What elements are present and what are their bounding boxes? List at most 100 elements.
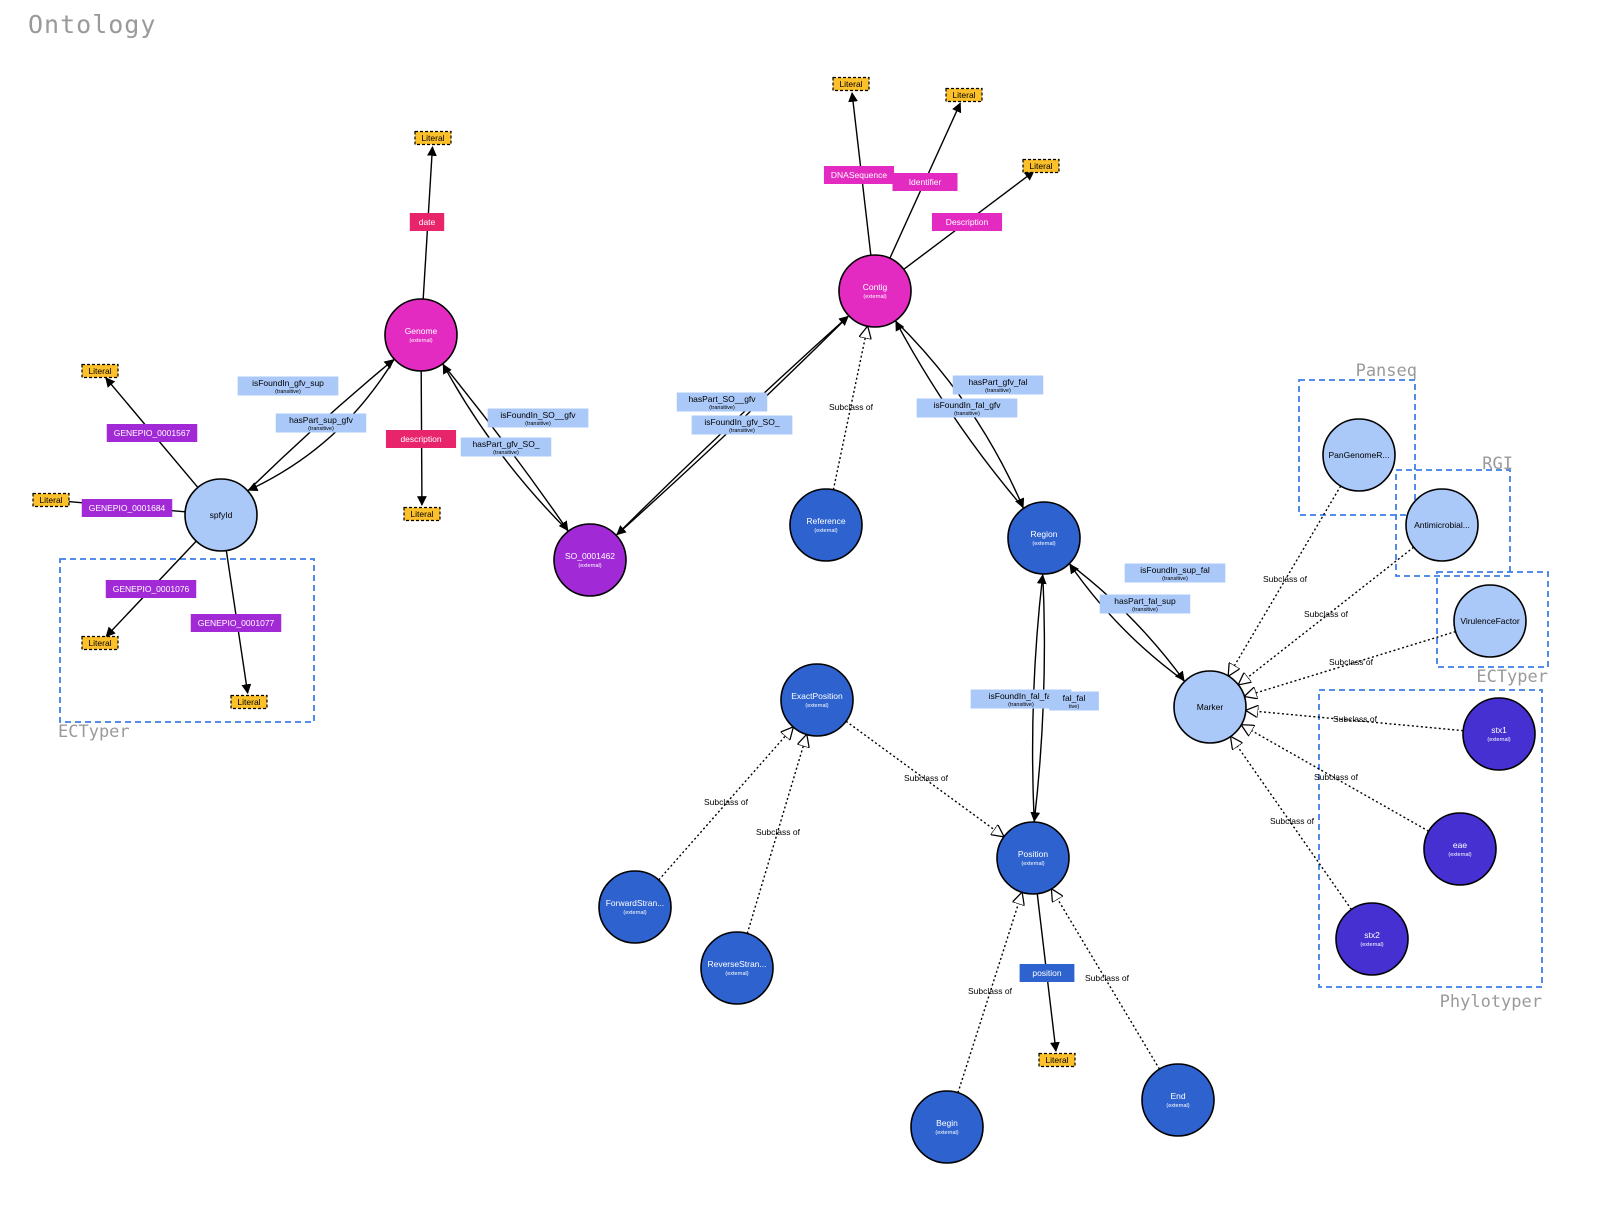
property-hp-gfv-fal[interactable]: hasPart_gfv_fal(transitive)	[952, 375, 1044, 395]
property-sublabel: (transitive)	[525, 421, 551, 427]
node-region[interactable]: Region(external)	[1007, 501, 1081, 575]
literal-genome[interactable]: Literal	[414, 130, 452, 146]
node-sublabel: (external)	[935, 1130, 958, 1136]
property-cdescription[interactable]: Description	[931, 213, 1003, 231]
property-hp-gfv-so[interactable]: hasPart_gfv_SO_(transitive)	[460, 437, 552, 457]
node-spfyid[interactable]: spfyId	[184, 478, 258, 552]
group-phylotyper: Phylotyper	[1318, 689, 1543, 1012]
property-sublabel: (transitive)	[308, 426, 334, 432]
property-sublabel: (transitive)	[729, 428, 755, 434]
literal-1077[interactable]: Literal	[230, 694, 268, 710]
literal-pos[interactable]: Literal	[1038, 1052, 1076, 1068]
subclass-edge	[1247, 710, 1464, 732]
property-1684[interactable]: GENEPIO_0001684	[81, 499, 173, 517]
property-1567[interactable]: GENEPIO_0001567	[106, 424, 198, 442]
property-hp-fal-sup[interactable]: hasPart_fal_sup(transitive)	[1099, 594, 1191, 614]
node-label: PanGenomeR...	[1329, 450, 1390, 460]
node-sublabel: (external)	[409, 338, 432, 344]
property-edge	[895, 320, 1025, 509]
property-sublabel: (transitive)	[493, 450, 519, 456]
property-position[interactable]: position	[1019, 964, 1075, 982]
literal-1076[interactable]: Literal	[81, 635, 119, 651]
node-eae[interactable]: eae(external)	[1423, 812, 1497, 886]
node-label: stx1	[1491, 725, 1507, 735]
property-description[interactable]: description	[385, 430, 457, 448]
group-label: ECTyper	[58, 722, 130, 742]
subclass-label: Subclass of	[1304, 609, 1349, 619]
node-label: Reference	[806, 516, 845, 526]
subclass-label: Subclass of	[1270, 816, 1315, 826]
node-contig[interactable]: Contig(external)	[838, 254, 912, 328]
node-end[interactable]: End(external)	[1141, 1063, 1215, 1137]
property-if-fal-gfv[interactable]: isFoundIn_fal_gfv(transitive)	[916, 398, 1018, 418]
node-sublabel: (external)	[814, 528, 837, 534]
property-label: GENEPIO_0001077	[198, 618, 275, 628]
subclass-label: Subclass of	[1085, 973, 1130, 983]
property-sublabel: (transitive)	[954, 411, 980, 417]
literal-label: Literal	[1029, 161, 1052, 171]
node-begin[interactable]: Begin(external)	[910, 1090, 984, 1164]
subclass-label: Subclass of	[829, 402, 874, 412]
node-antimicrobial[interactable]: Antimicrobial...	[1405, 488, 1479, 562]
node-reference[interactable]: Reference (external)	[789, 488, 863, 562]
node-exactposition[interactable]: ExactPosition(external)	[780, 663, 854, 737]
property-label: DNASequence	[831, 170, 888, 180]
literal-desc[interactable]: Literal	[403, 506, 441, 522]
property-label: position	[1032, 968, 1062, 978]
subclass-label: Subclass of	[1333, 714, 1378, 724]
node-forward[interactable]: ForwardStran...(external)	[598, 870, 672, 944]
node-stx1[interactable]: stx1(external)	[1462, 697, 1536, 771]
group-label: Panseq	[1356, 361, 1417, 381]
literal-label: Literal	[410, 509, 433, 519]
property-1076[interactable]: GENEPIO_0001076	[105, 580, 197, 598]
property-label: isFoundIn_gfv_SO_	[704, 417, 779, 427]
property-sublabel: (transitive)	[1162, 576, 1188, 582]
subclass-edge	[1245, 630, 1456, 697]
node-label: ExactPosition	[791, 691, 843, 701]
property-dnaseq[interactable]: DNASequence	[823, 166, 895, 184]
property-label: isFoundIn_fal_fal	[989, 691, 1054, 701]
literal-label: Literal	[237, 697, 260, 707]
node-reverse[interactable]: ReverseStran...(external)	[700, 931, 774, 1005]
property-1077[interactable]: GENEPIO_0001077	[190, 614, 282, 632]
node-label: ForwardStran...	[606, 898, 665, 908]
subclass-edge	[957, 893, 1022, 1093]
literal-label: Literal	[421, 133, 444, 143]
node-sublabel: (external)	[1360, 942, 1383, 948]
node-virulence[interactable]: VirulenceFactor	[1453, 584, 1527, 658]
literal-ident[interactable]: Literal	[945, 87, 983, 103]
node-stx2[interactable]: stx2(external)	[1335, 902, 1409, 976]
node-marker[interactable]: Marker	[1173, 670, 1247, 744]
property-date[interactable]: date	[409, 213, 445, 231]
literal-1567[interactable]: Literal	[81, 363, 119, 379]
property-if-sup-fal[interactable]: isFoundIn_sup_fal(transitive)	[1124, 563, 1226, 583]
node-genome[interactable]: Genome(external)	[384, 298, 458, 372]
property-sublabel: (transitive)	[709, 405, 735, 411]
literal-1684[interactable]: Literal	[32, 492, 70, 508]
literal-cdesc[interactable]: Literal	[1022, 158, 1060, 174]
property-label: isFoundIn_gfv_sup	[252, 378, 324, 388]
node-sublabel: (external)	[863, 294, 886, 300]
property-label: Description	[946, 217, 989, 227]
property-label: date	[419, 217, 436, 227]
node-position[interactable]: Position(external)	[996, 821, 1070, 895]
literal-dna[interactable]: Literal	[832, 76, 870, 92]
literal-label: Literal	[39, 495, 62, 505]
property-label: hasPart_sup_gfv	[289, 415, 354, 425]
node-so[interactable]: SO_0001462(external)	[553, 523, 627, 597]
property-label: hasPart_gfv_SO_	[472, 439, 539, 449]
property-hp-sup-gfv[interactable]: hasPart_sup_gfv(transitive)	[275, 413, 367, 433]
node-label: End	[1170, 1091, 1185, 1101]
property-if-so-gfv[interactable]: isFoundIn_SO__gfv(transitive)	[487, 408, 589, 428]
property-hp-so-gfv[interactable]: hasPart_SO__gfv(transitive)	[676, 392, 768, 412]
node-label: SO_0001462	[565, 551, 615, 561]
property-if-gfv-so[interactable]: isFoundIn_gfv_SO_(transitive)	[691, 415, 793, 435]
property-if-fal-fal[interactable]: isFoundIn_fal_fal(transitive)	[970, 689, 1072, 709]
subclass-label: Subclass of	[1314, 772, 1359, 782]
property-if-gfv-sup[interactable]: isFoundIn_gfv_sup(transitive)	[237, 376, 339, 396]
property-identifier[interactable]: Identifier	[892, 173, 958, 191]
node-pangenome[interactable]: PanGenomeR...	[1322, 418, 1396, 492]
property-edge	[1068, 563, 1185, 682]
